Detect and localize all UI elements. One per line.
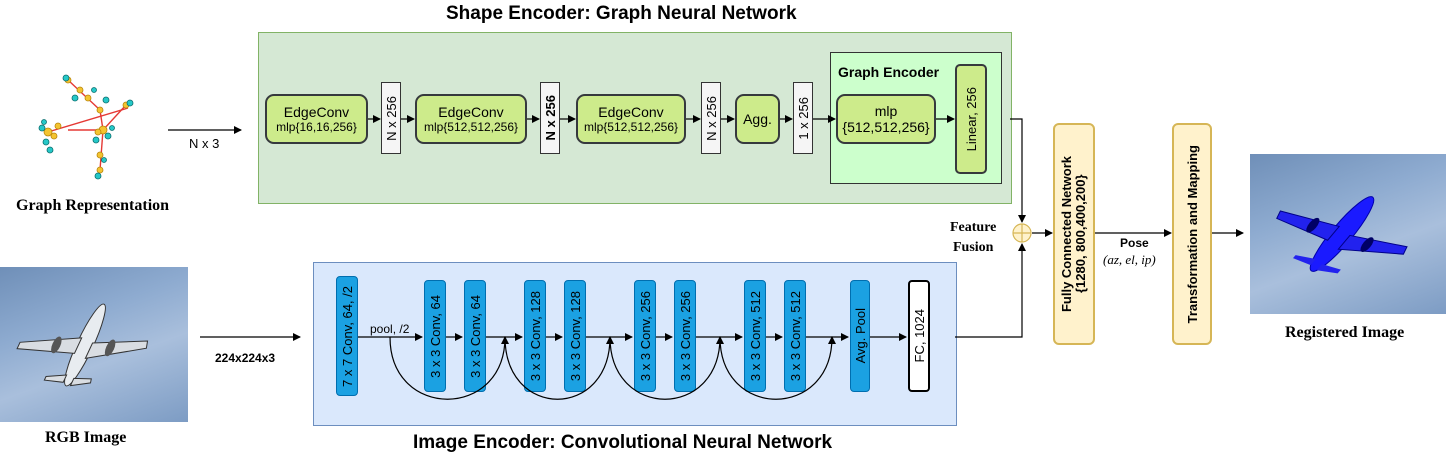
edgeconv-2-params: mlp{512,512,256} [423, 120, 519, 134]
fc-block: FC, 1024 [908, 280, 930, 392]
edgeconv-block-3: EdgeConv mlp{512,512,256} [576, 94, 686, 144]
skip-connection-4 [719, 336, 836, 400]
skip-connection-2 [504, 336, 614, 400]
avg-pool-block: Avg. Pool [850, 280, 870, 392]
conv-block-3: 3 x 3 Conv, 128 [524, 280, 546, 392]
conv-block-8: 3 x 3 Conv, 512 [784, 280, 806, 392]
conv-block-2: 3 x 3 Conv, 64 [464, 280, 486, 392]
rgb-image [0, 267, 188, 422]
feature-fusion-label-line1: Feature [950, 220, 997, 235]
edgeconv-2-name: EdgeConv [438, 104, 504, 120]
registered-image [1250, 154, 1446, 314]
dim-box-3: N x 256 [701, 82, 721, 154]
edgeconv-block-2: EdgeConv mlp{512,512,256} [415, 94, 527, 144]
skip-connection-3 [609, 336, 724, 400]
graph-encoder-mlp-block: mlp {512,512,256} [836, 94, 936, 144]
edgeconv-block-1: EdgeConv mlp{16,16,256} [265, 94, 368, 144]
pose-label: Pose [1120, 236, 1149, 250]
edgeconv-1-name: EdgeConv [283, 104, 350, 120]
edgeconv-3-params: mlp{512,512,256} [583, 120, 679, 134]
mlp-params: {512,512,256} [842, 119, 930, 135]
agg-block: Agg. [735, 94, 780, 144]
image-encoder-title: Image Encoder: Convolutional Neural Netw… [413, 432, 833, 453]
skip-connection-1 [389, 336, 509, 400]
conv-block-5: 3 x 3 Conv, 256 [634, 280, 656, 392]
graph-input-dim: N x 3 [189, 136, 220, 151]
arrow-gnn-fusion [1010, 118, 1026, 223]
rgb-input-dim: 224x224x3 [215, 351, 276, 365]
rgb-image-label: RGB Image [45, 429, 127, 446]
agg-label: Agg. [743, 111, 772, 127]
graph-representation-image [38, 74, 134, 180]
conv-block-6: 3 x 3 Conv, 256 [674, 280, 696, 392]
graph-representation-label: Graph Representation [16, 197, 170, 214]
pose-vars: (az, el, ip) [1103, 252, 1156, 267]
pool-label: pool, /2 [370, 322, 410, 336]
registered-image-label: Registered Image [1285, 324, 1405, 341]
conv1-block: 7 x 7 Conv, 64, /2 [336, 276, 358, 396]
edgeconv-1-params: mlp{16,16,256} [276, 120, 357, 134]
dim-box-1: N x 256 [381, 82, 401, 154]
conv-block-4: 3 x 3 Conv, 128 [564, 280, 586, 392]
shape-encoder-title: Shape Encoder: Graph Neural Network [446, 3, 797, 24]
mlp-name: mlp [874, 103, 898, 119]
transformation-mapping-block: Transformation and Mapping [1172, 123, 1212, 345]
graph-encoder-title: Graph Encoder [838, 64, 940, 80]
dim-box-4: 1 x 256 [793, 82, 813, 154]
conv-block-7: 3 x 3 Conv, 512 [744, 280, 766, 392]
dim-box-2: N x 256 [540, 82, 560, 154]
feature-fusion-icon [1012, 223, 1032, 243]
edgeconv-3-name: EdgeConv [598, 104, 664, 120]
conv-block-1: 3 x 3 Conv, 64 [424, 280, 446, 392]
linear-block: Linear, 256 [955, 64, 987, 174]
feature-fusion-label-line2: Fusion [953, 240, 994, 255]
arrow-cnn-fusion [955, 243, 1026, 338]
fully-connected-network-block: Fully Connected Network {1280, 800,400,2… [1053, 123, 1095, 345]
